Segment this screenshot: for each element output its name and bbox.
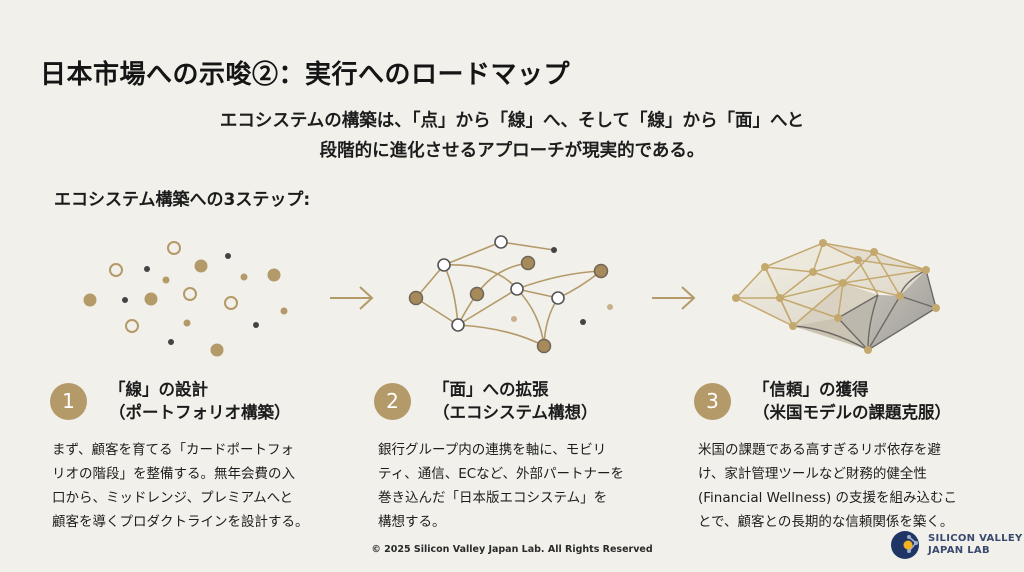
step-1-description: まず、顧客を育てる「カードポートフォ リオの階段」を整備する。無年会費の入 口か… xyxy=(52,438,309,534)
step-body-line: 巻き込んだ「日本版エコシステム」を xyxy=(378,490,608,506)
company-logo: SILICON VALLEY JAPAN LAB xyxy=(890,530,1023,560)
logo-mark-icon xyxy=(891,531,919,559)
step-body-line: とで、顧客との長期的な信頼関係を築く。 xyxy=(698,514,954,530)
step-body-line: まず、顧客を育てる「カードポートフォ xyxy=(52,442,295,458)
logo-text: SILICON VALLEY JAPAN LAB xyxy=(928,533,1023,557)
step-3: 3 「信頼」の獲得 （米国モデルの課題克服） 米国の課題である高すぎるリボ依存を… xyxy=(694,378,957,530)
step-2-header: 2 「面」への拡張 （エコシステム構想） xyxy=(374,378,598,424)
step-body-line: ティ、通信、ECなど、外部パートナーを xyxy=(378,466,624,482)
step-title-line: （ポートフォリオ構築） xyxy=(109,403,291,422)
copyright-footer: © 2025 Silicon Valley Japan Lab. All Rig… xyxy=(371,544,653,555)
step-body-line: リオの階段」を整備する。無年会費の入 xyxy=(52,466,295,482)
step-number-badge: 3 xyxy=(694,382,731,420)
mesh-surface-icon xyxy=(728,228,948,358)
step-1-header: 1 「線」の設計 （ポートフォリオ構築） xyxy=(50,378,291,424)
step-1: 1 「線」の設計 （ポートフォリオ構築） まず、顧客を育てる「カードポートフォ … xyxy=(50,378,309,530)
step-1-title: 「線」の設計 （ポートフォリオ構築） xyxy=(109,378,291,424)
step-title-line: 「線」の設計 xyxy=(109,380,208,399)
subtitle-line-2: 段階的に進化させるアプローチが現実的である。 xyxy=(319,141,705,161)
scattered-dots-icon xyxy=(60,228,300,358)
step-title-line: （米国モデルの課題克服） xyxy=(753,403,951,422)
step-number-badge: 2 xyxy=(374,382,411,420)
arrow-right-icon xyxy=(650,284,698,316)
step-body-line: け、家計管理ツールなど財務的健全性 xyxy=(698,466,927,482)
step-title-line: 「面」への拡張 xyxy=(433,380,549,399)
step-body-line: 顧客を導くプロダクトラインを設計する。 xyxy=(52,514,309,530)
page-title: 日本市場への示唆②：実行へのロードマップ xyxy=(40,60,571,90)
step-title-line: 「信頼」の獲得 xyxy=(753,380,869,399)
subtitle-line-1: エコシステムの構築は、「点」から「線」へ、そして「線」から「面」へと xyxy=(219,111,805,131)
connected-network-icon xyxy=(400,228,630,358)
subtitle: エコシステムの構築は、「点」から「線」へ、そして「線」から「面」へと 段階的に進… xyxy=(0,106,1024,166)
step-body-line: (Financial Wellness) の支援を組み込むこ xyxy=(698,490,958,506)
step-3-header: 3 「信頼」の獲得 （米国モデルの課題克服） xyxy=(694,378,951,424)
step-title-line: （エコシステム構想） xyxy=(433,403,598,422)
step-body-line: 米国の課題である高すぎるリボ依存を避 xyxy=(698,442,941,458)
step-body-line: 口から、ミッドレンジ、プレミアムへと xyxy=(52,490,293,506)
step-body-line: 銀行グループ内の連携を軸に、モビリ xyxy=(378,442,607,458)
logo-line-2: JAPAN LAB xyxy=(928,545,990,556)
arrow-right-icon xyxy=(328,284,376,316)
step-number-badge: 1 xyxy=(50,382,87,420)
step-3-description: 米国の課題である高すぎるリボ依存を避 け、家計管理ツールなど財務的健全性 (Fi… xyxy=(698,438,957,534)
step-3-title: 「信頼」の獲得 （米国モデルの課題克服） xyxy=(753,378,951,424)
step-body-line: 構想する。 xyxy=(378,514,446,530)
logo-line-1: SILICON VALLEY xyxy=(928,533,1023,544)
section-heading: エコシステム構築への3ステップ: xyxy=(54,190,311,210)
step-2: 2 「面」への拡張 （エコシステム構想） 銀行グループ内の連携を軸に、モビリ テ… xyxy=(374,378,624,530)
step-2-title: 「面」への拡張 （エコシステム構想） xyxy=(433,378,598,424)
step-2-description: 銀行グループ内の連携を軸に、モビリ ティ、通信、ECなど、外部パートナーを 巻き… xyxy=(378,438,624,534)
